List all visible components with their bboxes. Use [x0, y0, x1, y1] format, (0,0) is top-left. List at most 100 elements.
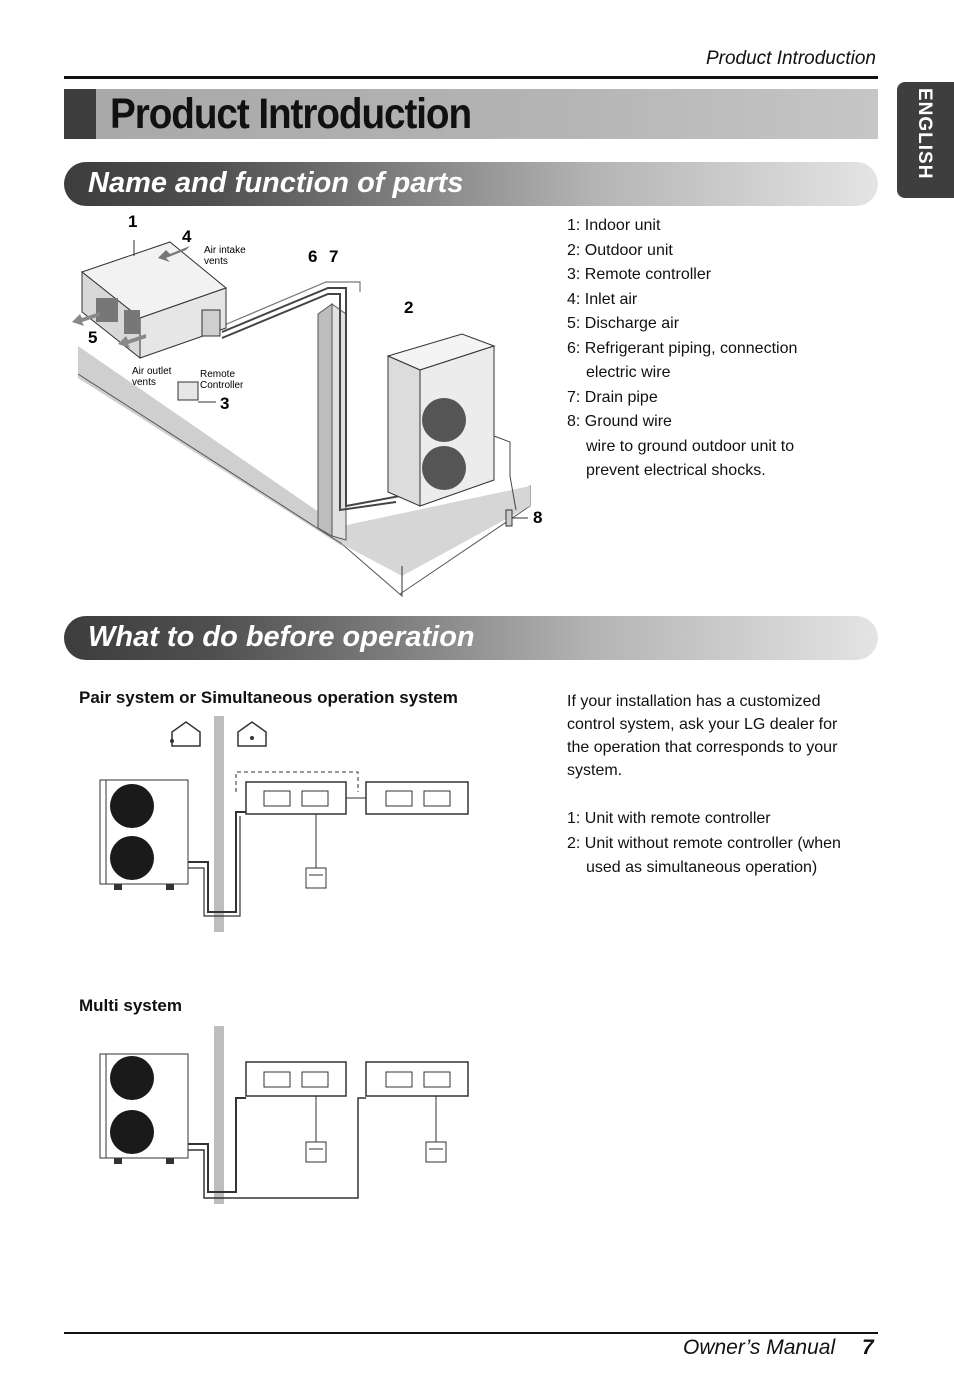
indoor-vent [423, 790, 451, 807]
description-line: If your installation has a customized [567, 693, 821, 710]
indoor-unit-2 [365, 781, 469, 815]
drain-pipe [221, 293, 397, 512]
outdoor-fan-bottom-icon [110, 1110, 154, 1154]
discharge-air-arrow-2 [118, 334, 146, 348]
page-number: 7 [862, 1336, 874, 1359]
description-line: control system, ask your LG dealer for [567, 716, 838, 733]
outdoor-fan-top-icon [422, 398, 466, 442]
indoor-vent [385, 1071, 413, 1088]
indoor-vent [385, 790, 413, 807]
air-outlet-label-2: vents [132, 377, 156, 388]
outdoor-fan-top-icon [110, 1056, 154, 1100]
multi-system-heading: Multi system [79, 996, 182, 1015]
language-tab-label: ENGLISH [914, 88, 935, 180]
ground-wire [493, 435, 517, 511]
outlet-vent-2 [124, 310, 140, 334]
page-title: Product Introduction [110, 90, 472, 138]
outdoor-fan-bottom-icon [110, 836, 154, 880]
pipe-line-2 [188, 816, 241, 917]
parts-item-text: 1: Indoor unit [567, 217, 661, 234]
section-title-operation: What to do before operation [88, 621, 475, 653]
parts-item-text: 7: Drain pipe [567, 388, 658, 406]
description-line: system. [567, 762, 623, 779]
callout-4: 4 [182, 227, 192, 246]
outdoor-unit-side [387, 355, 421, 507]
outdoor-fan-top-icon [110, 784, 154, 828]
room-with-remote-icon [171, 721, 201, 747]
parts-item-text: 3: Remote controller [567, 266, 712, 283]
air-outlet-label-1: Air outlet [132, 366, 172, 377]
language-tab: ENGLISH [897, 82, 954, 198]
floor-slab [342, 486, 530, 576]
operation-item-text: 2: Unit without remote controller (when [567, 834, 841, 852]
operation-list-item: 2: Unit without remote controller (when u… [567, 832, 841, 881]
indoor-vent [423, 1071, 451, 1088]
indoor-vent [263, 790, 291, 807]
operation-item-continuation: used as simultaneous operation) [586, 859, 818, 876]
section-bar-operation: What to do before operation [64, 616, 878, 660]
remote-controller [305, 1141, 327, 1163]
callout-6: 6 [308, 247, 317, 266]
parts-item-text: 6: Refrigerant piping, connection [567, 339, 798, 357]
parts-item-continuation: electric wire [586, 364, 671, 381]
remote-controller [177, 381, 199, 401]
parts-list-item: 3: Remote controller [567, 263, 797, 288]
pipe-line [188, 1097, 246, 1193]
outdoor-foot-2 [166, 1158, 174, 1164]
indoor-vent [263, 1071, 291, 1088]
description-line: the operation that corresponds to your [567, 739, 838, 756]
operation-list-item: 1: Unit with remote controller [567, 807, 841, 832]
outdoor-foot [114, 1158, 122, 1164]
title-bar [64, 89, 878, 139]
footer-manual-title: Owner’s Manual [683, 1336, 836, 1359]
outdoor-foot-2 [166, 884, 174, 890]
bottom-rule [64, 1332, 878, 1334]
pipe-line [188, 811, 246, 913]
indoor-unit-1 [245, 781, 347, 815]
running-header: Product Introduction [705, 48, 876, 69]
callout-8: 8 [533, 508, 542, 527]
parts-list-item: 6: Refrigerant piping, connection electri… [567, 337, 797, 386]
outdoor-foot [114, 884, 122, 890]
title-accent-block [64, 89, 96, 139]
top-rule [64, 76, 878, 79]
callout-2: 2 [404, 298, 413, 317]
wire [221, 281, 361, 327]
control-box [201, 309, 221, 337]
parts-item-continuation: prevent electrical shocks. [586, 462, 766, 479]
parts-item-text: 2: Outdoor unit [567, 241, 673, 259]
wall [214, 716, 224, 932]
indoor-vent [301, 790, 329, 807]
ceiling-slab [78, 346, 342, 546]
callout-7: 7 [329, 247, 338, 266]
inlet-air-arrow [158, 246, 190, 262]
air-intake-label-2: vents [204, 256, 228, 267]
refrigerant-pipe [221, 287, 401, 508]
indoor-unit-1 [245, 1061, 347, 1097]
callout-1: 1 [128, 212, 137, 231]
callout-5: 5 [88, 328, 97, 347]
remote-controller-2 [425, 1141, 447, 1163]
wall [214, 1026, 224, 1204]
remote-label-2: Controller [200, 380, 244, 391]
section-title-parts: Name and function of parts [88, 167, 464, 199]
outlet-vent [96, 298, 118, 322]
parts-list-item: 2: Outdoor unit [567, 239, 797, 264]
indoor-vent [301, 1071, 329, 1088]
installation-diagram: 1 2 3 4 5 6 7 8 Air intake vents Air out… [72, 212, 542, 598]
multi-system-diagram [99, 1026, 469, 1204]
group-bracket [235, 771, 359, 792]
remote-dot-icon [170, 739, 174, 743]
section-bar-parts: Name and function of parts [64, 162, 878, 206]
parts-list-item: 1: Indoor unit [567, 214, 797, 239]
parts-list-item: 4: Inlet air [567, 288, 797, 313]
pair-system-diagram [99, 716, 469, 932]
parts-item-text: 4: Inlet air [567, 290, 638, 308]
ground-rod [505, 509, 513, 527]
parts-item-text: 5: Discharge air [567, 315, 680, 332]
air-intake-label-1: Air intake [204, 245, 246, 256]
outdoor-fan-bottom-icon [422, 446, 466, 490]
discharge-air-arrow [72, 312, 100, 326]
pipe-line-2 [188, 1097, 366, 1199]
